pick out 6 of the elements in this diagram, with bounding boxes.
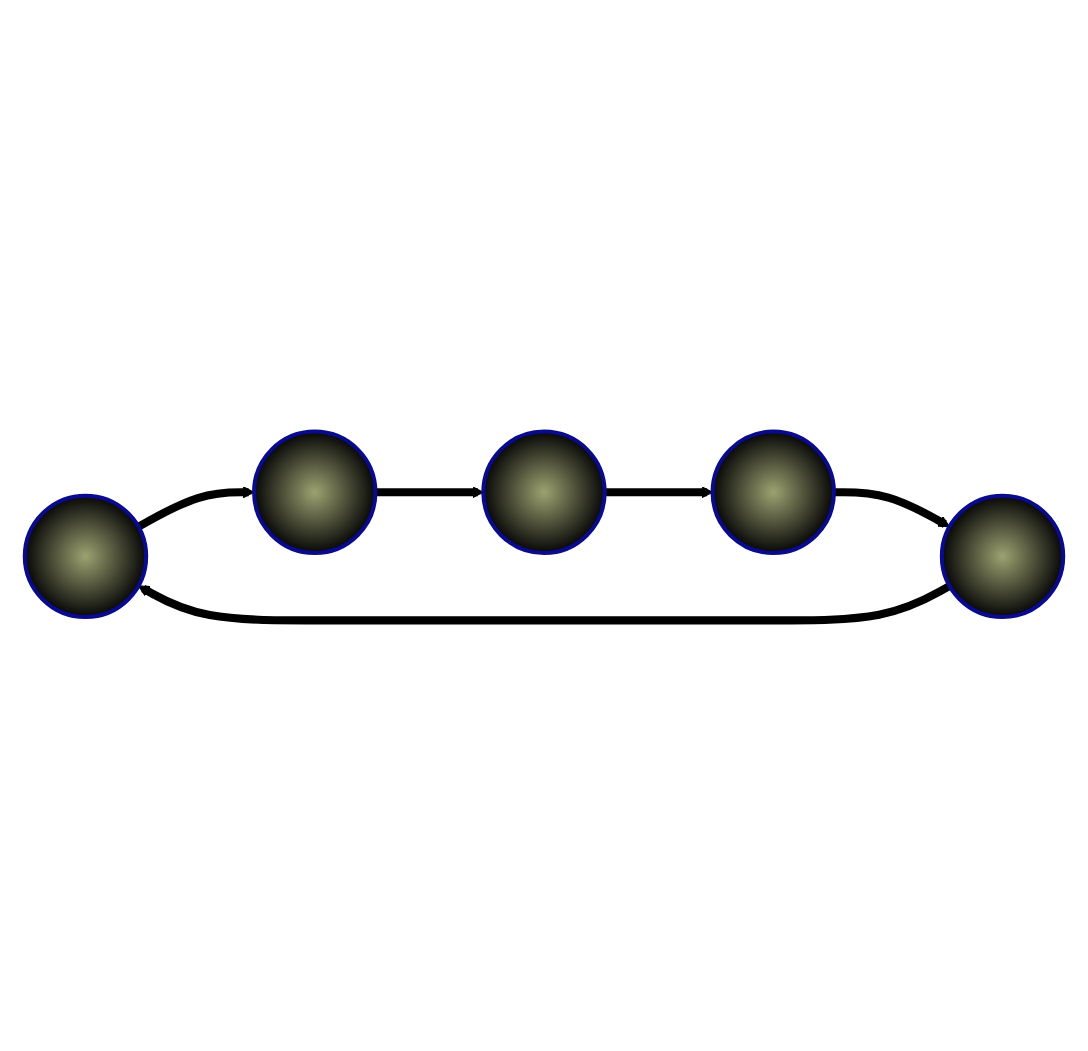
arrow xyxy=(137,581,952,624)
node-circle xyxy=(22,493,149,619)
node-circle xyxy=(939,493,1066,619)
node-circle xyxy=(710,429,836,555)
node-circle xyxy=(252,429,378,555)
node-circle xyxy=(481,429,607,555)
